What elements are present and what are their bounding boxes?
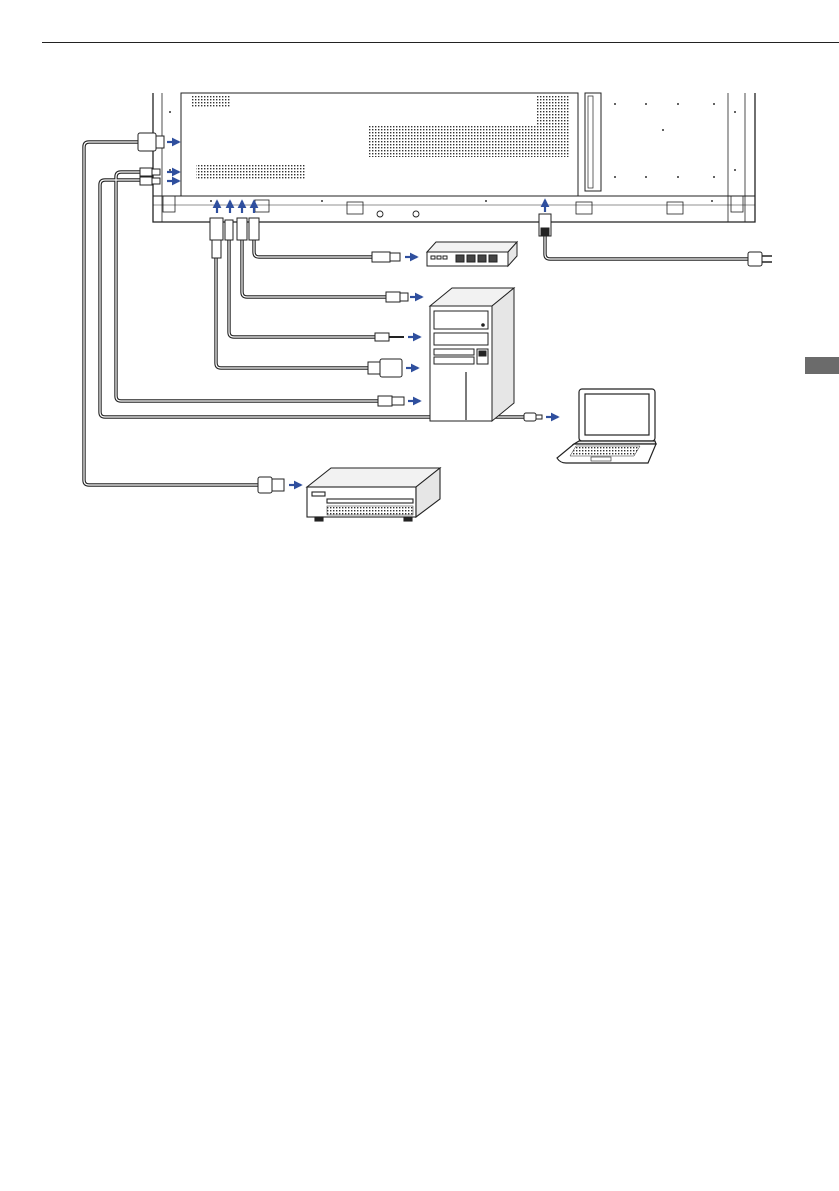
usb-b-cable — [242, 240, 386, 297]
audio-cable — [229, 240, 375, 337]
display-rear-panel-icon — [153, 93, 755, 222]
vga-cable — [216, 240, 368, 368]
laptop-icon — [557, 389, 656, 463]
vent-grille — [196, 164, 306, 180]
vent-grille — [536, 95, 570, 157]
vent-grille — [192, 95, 230, 107]
network-hub-icon — [427, 242, 517, 266]
cable-end-connectors — [258, 252, 772, 493]
computer-tower-icon — [430, 288, 514, 421]
power-cable — [545, 236, 748, 259]
av-player-icon — [307, 468, 440, 521]
hdmi-cable — [84, 142, 258, 485]
vent-grille — [368, 126, 536, 157]
lan-cable — [254, 240, 372, 257]
